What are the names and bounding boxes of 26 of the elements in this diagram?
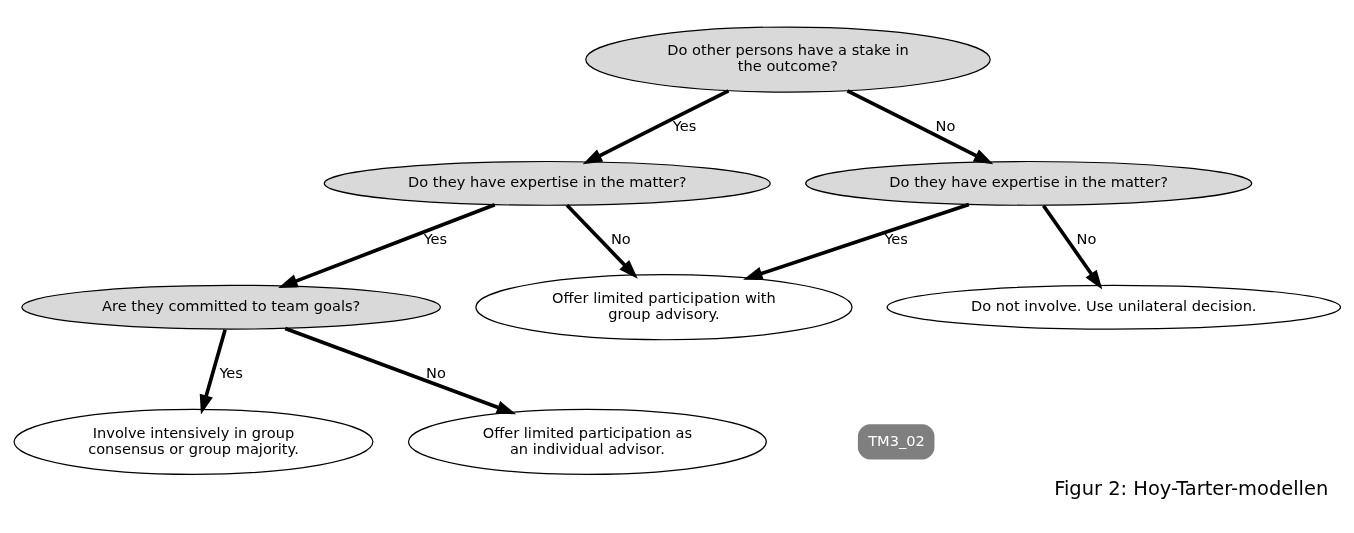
- arrow: [284, 326, 517, 415]
- arrow: [582, 89, 730, 165]
- edge-label: No: [610, 229, 631, 247]
- arrow: [199, 329, 227, 415]
- edge-label: Yes: [219, 364, 243, 382]
- node-ellipse: Involve intensively in group consensus or group majority.: [13, 408, 374, 475]
- arrow: [846, 89, 994, 165]
- node-ellipse: Do not involve. Use unilateral decision.: [886, 284, 1342, 330]
- edge-label: Yes: [672, 116, 697, 134]
- edge-label: No: [426, 364, 446, 382]
- node-ellipse: Offer limited participation as an individual advisor.: [407, 408, 767, 475]
- arrow: [743, 202, 970, 280]
- edge-label: No: [935, 116, 956, 134]
- node-ellipse: Do they have expertise in the matter?: [323, 160, 771, 206]
- edge-label: Yes: [884, 229, 908, 247]
- node-ellipse: Offer limited participation with group advisory.: [475, 274, 853, 341]
- edge-label: Yes: [423, 229, 448, 247]
- node-ellipse: Do they have expertise in the matter?: [805, 160, 1253, 206]
- arrow: [565, 203, 638, 279]
- node-ellipse: Are they committed to team goals?: [21, 284, 442, 330]
- node-ellipse: Do other persons have a stake in the outcome?: [585, 26, 991, 93]
- arrow: [278, 203, 496, 288]
- label: TM3_02: [868, 432, 925, 450]
- arrow: [1042, 204, 1103, 290]
- caption: Figur 2: Hoy-Tarter-modellen: [1054, 476, 1329, 500]
- edge-label: No: [1076, 229, 1097, 247]
